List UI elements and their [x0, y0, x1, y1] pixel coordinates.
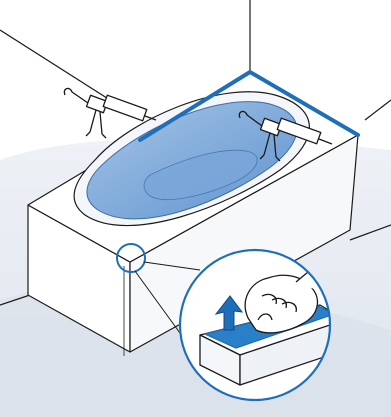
bathtub-sealing-illustration — [0, 0, 391, 417]
illustration-canvas — [0, 0, 391, 417]
